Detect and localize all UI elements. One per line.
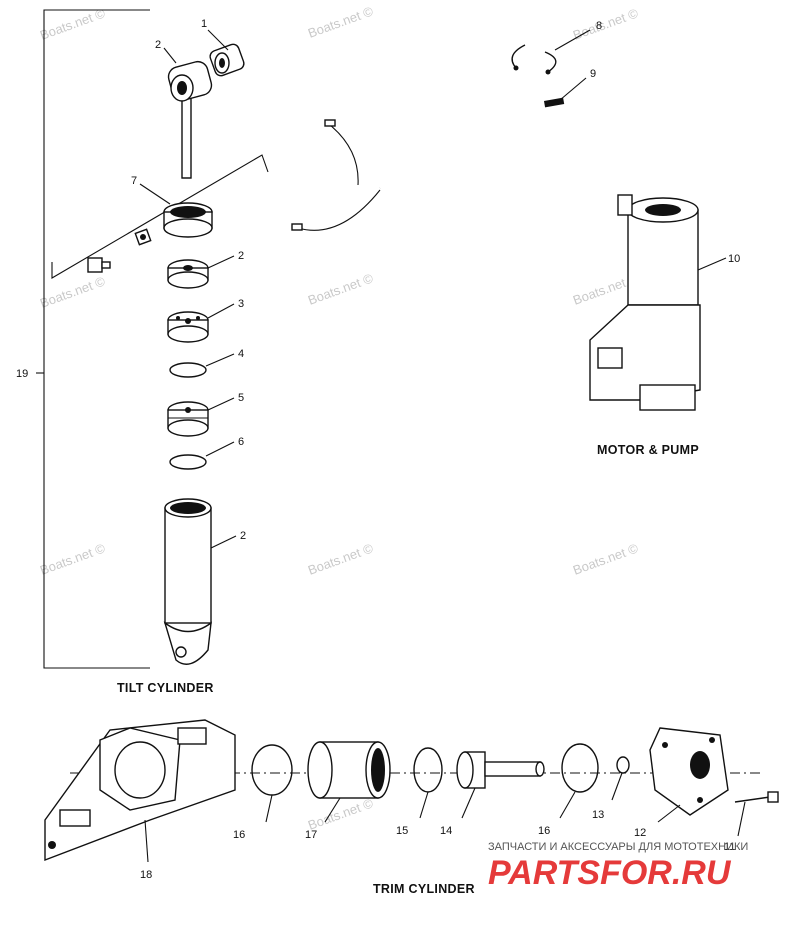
pivot-pin-part (167, 60, 213, 179)
bushing-part (209, 43, 245, 77)
callouts: 1 2 7 2 3 4 5 6 2 8 9 16 17 15 14 16 13 (131, 18, 746, 881)
trim-piston-part (456, 751, 545, 789)
callout-9: 9 (590, 68, 596, 80)
watermark: Boats.net © (306, 795, 376, 833)
tilt-cylinder-title: TILT CYLINDER (117, 681, 214, 695)
callout-15: 15 (396, 825, 408, 837)
callout-4: 4 (238, 348, 244, 360)
callout-11: 11 (724, 841, 735, 853)
watermark: Boats.net © (38, 273, 108, 311)
brand-logo: PARTSFOR.RU (488, 854, 732, 892)
callout-16: 16 (233, 829, 245, 841)
bolt-part (734, 791, 779, 803)
end-cap-part (167, 259, 209, 289)
watermark: Boats.net © (38, 540, 108, 578)
callout-6: 6 (238, 436, 244, 448)
o-ring-part (251, 744, 293, 796)
o-ring-part (561, 743, 599, 793)
callout-18: 18 (140, 869, 152, 881)
trim-housing-part (44, 719, 236, 862)
tilt-cylinder-body-part (163, 498, 212, 665)
callout-7: 7 (131, 175, 137, 187)
wire-harness (291, 119, 628, 231)
piston-cap-part (167, 311, 209, 343)
watermark: Boats.net © (571, 5, 641, 43)
callout-2: 2 (240, 530, 246, 542)
callout-2: 2 (155, 39, 161, 51)
callout-2: 2 (238, 250, 244, 262)
brand-tagline: ЗАПЧАСТИ И АКСЕССУАРЫ ДЛЯ МОТОТЕХНИКИ (488, 841, 748, 853)
check-ball-part (616, 756, 630, 774)
watermark: Boats.net © (571, 540, 641, 578)
o-ring-part (169, 362, 207, 378)
callout-16: 16 (538, 825, 550, 837)
trim-end-cap-part (649, 727, 729, 816)
callout-10: 10 (728, 253, 740, 265)
callout-12: 12 (634, 827, 646, 839)
callout-14: 14 (440, 825, 452, 837)
callout-19: 19 (16, 368, 28, 380)
cylinder-sleeve-part (307, 741, 391, 799)
motor-pump-title: MOTOR & PUMP (597, 443, 699, 457)
brand-watermark: ЗАПЧАСТИ И АКСЕССУАРЫ ДЛЯ МОТОТЕХНИКИ PA… (488, 841, 748, 892)
callout-1: 1 (201, 18, 207, 30)
watermark: Boats.net © (306, 540, 376, 578)
watermark: Boats.net © (38, 5, 108, 43)
callout-3: 3 (238, 298, 244, 310)
dowel-pin-part (543, 97, 565, 108)
clamp-part (87, 202, 213, 273)
group-bracket-19: 19 (16, 9, 150, 669)
o-ring-part (413, 747, 443, 793)
callout-8: 8 (596, 20, 602, 32)
piston-part (167, 401, 209, 437)
trim-cylinder-title: TRIM CYLINDER (373, 882, 475, 896)
callout-13: 13 (592, 809, 604, 821)
o-ring-part (169, 454, 207, 470)
callout-5: 5 (238, 392, 244, 404)
watermark: Boats.net © (306, 270, 376, 308)
motor-pump-part: 10 (589, 194, 740, 411)
subassembly-bracket (51, 154, 269, 279)
callout-17: 17 (305, 829, 317, 841)
watermarks: Boats.net © Boats.net © Boats.net © Boat… (38, 3, 641, 833)
watermark: Boats.net © (306, 3, 376, 41)
retaining-clip-part (511, 44, 557, 75)
